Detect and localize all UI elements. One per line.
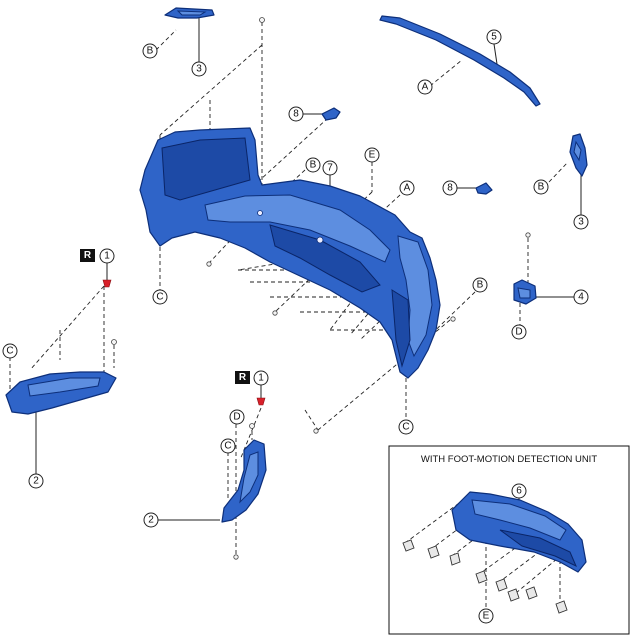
callout-1-center: 1 <box>253 370 269 386</box>
clip-8-right <box>475 182 493 195</box>
callout-C-center: C <box>220 438 236 454</box>
clip-8-upper <box>321 107 341 121</box>
callout-3-right: 3 <box>573 214 589 230</box>
callout-D-right: D <box>511 324 527 340</box>
svg-text:3: 3 <box>196 64 202 75</box>
callout-C-left: C <box>2 343 18 359</box>
svg-text:6: 6 <box>516 486 522 497</box>
svg-text:2: 2 <box>148 515 154 526</box>
svg-text:2: 2 <box>33 476 39 487</box>
bracket-4 <box>513 279 537 305</box>
svg-text:D: D <box>233 412 240 423</box>
svg-text:C: C <box>402 422 409 433</box>
svg-text:C: C <box>6 346 13 357</box>
replace-mark-left: R <box>80 249 95 262</box>
callout-8-upper: 8 <box>288 106 304 122</box>
callout-5: 5 <box>486 29 502 45</box>
svg-text:D: D <box>515 327 522 338</box>
callout-B-middle: B <box>305 157 321 173</box>
svg-text:C: C <box>224 441 231 452</box>
callout-E-upper: E <box>364 147 380 163</box>
callout-E-inset: E <box>478 608 494 624</box>
svg-text:R: R <box>84 250 92 261</box>
callout-2-center: 2 <box>143 512 159 528</box>
callout-4: 4 <box>573 289 589 305</box>
side-bracket-2-center <box>221 439 267 523</box>
callout-6: 6 <box>511 483 527 499</box>
svg-text:E: E <box>369 150 376 161</box>
callout-B-right: B <box>533 179 549 195</box>
svg-text:A: A <box>404 183 411 194</box>
svg-text:3: 3 <box>578 217 584 228</box>
svg-text:B: B <box>147 46 154 57</box>
inset-title: WITH FOOT-MOTION DETECTION UNIT <box>421 454 597 465</box>
svg-text:5: 5 <box>491 32 497 43</box>
side-bracket-upper-left <box>164 7 215 19</box>
replace-mark-center: R <box>235 371 250 384</box>
fasteners <box>111 17 531 560</box>
svg-text:1: 1 <box>258 373 264 384</box>
svg-text:R: R <box>239 372 247 383</box>
callout-7: 7 <box>322 160 338 176</box>
side-bracket-2-left <box>5 371 117 415</box>
callout-8-right: 8 <box>442 180 458 196</box>
svg-text:E: E <box>483 611 490 622</box>
svg-text:4: 4 <box>578 292 584 303</box>
inset-foot-motion-unit: WITH FOOT-MOTION DETECTION UNIT <box>388 445 630 635</box>
side-bracket-right <box>569 133 588 177</box>
svg-text:C: C <box>156 292 163 303</box>
callout-B-top-left: B <box>142 43 158 59</box>
callout-A-upper: A <box>417 79 433 95</box>
rear-bumper-cover <box>139 127 441 379</box>
svg-text:B: B <box>477 280 484 291</box>
svg-text:7: 7 <box>327 163 333 174</box>
callout-1-left: 1 <box>99 248 115 264</box>
red-clip-center <box>256 397 266 406</box>
callout-A-middle: A <box>399 180 415 196</box>
callout-3-top: 3 <box>191 61 207 77</box>
svg-text:A: A <box>422 82 429 93</box>
red-clip-left <box>102 279 112 288</box>
callout-C-right: C <box>398 419 414 435</box>
svg-text:8: 8 <box>447 183 453 194</box>
callout-2-left: 2 <box>28 473 44 489</box>
callout-C-upper-left: C <box>152 289 168 305</box>
svg-text:8: 8 <box>293 109 299 120</box>
svg-text:1: 1 <box>104 251 110 262</box>
callout-B-lower-right: B <box>472 277 488 293</box>
svg-text:B: B <box>310 160 317 171</box>
spoiler-strip <box>379 15 541 107</box>
callout-labels: 3 5 8 7 8 3 4 1 2 1 2 6 B A B E A B B C … <box>2 29 589 624</box>
callout-D-center: D <box>229 409 245 425</box>
svg-text:B: B <box>538 182 545 193</box>
